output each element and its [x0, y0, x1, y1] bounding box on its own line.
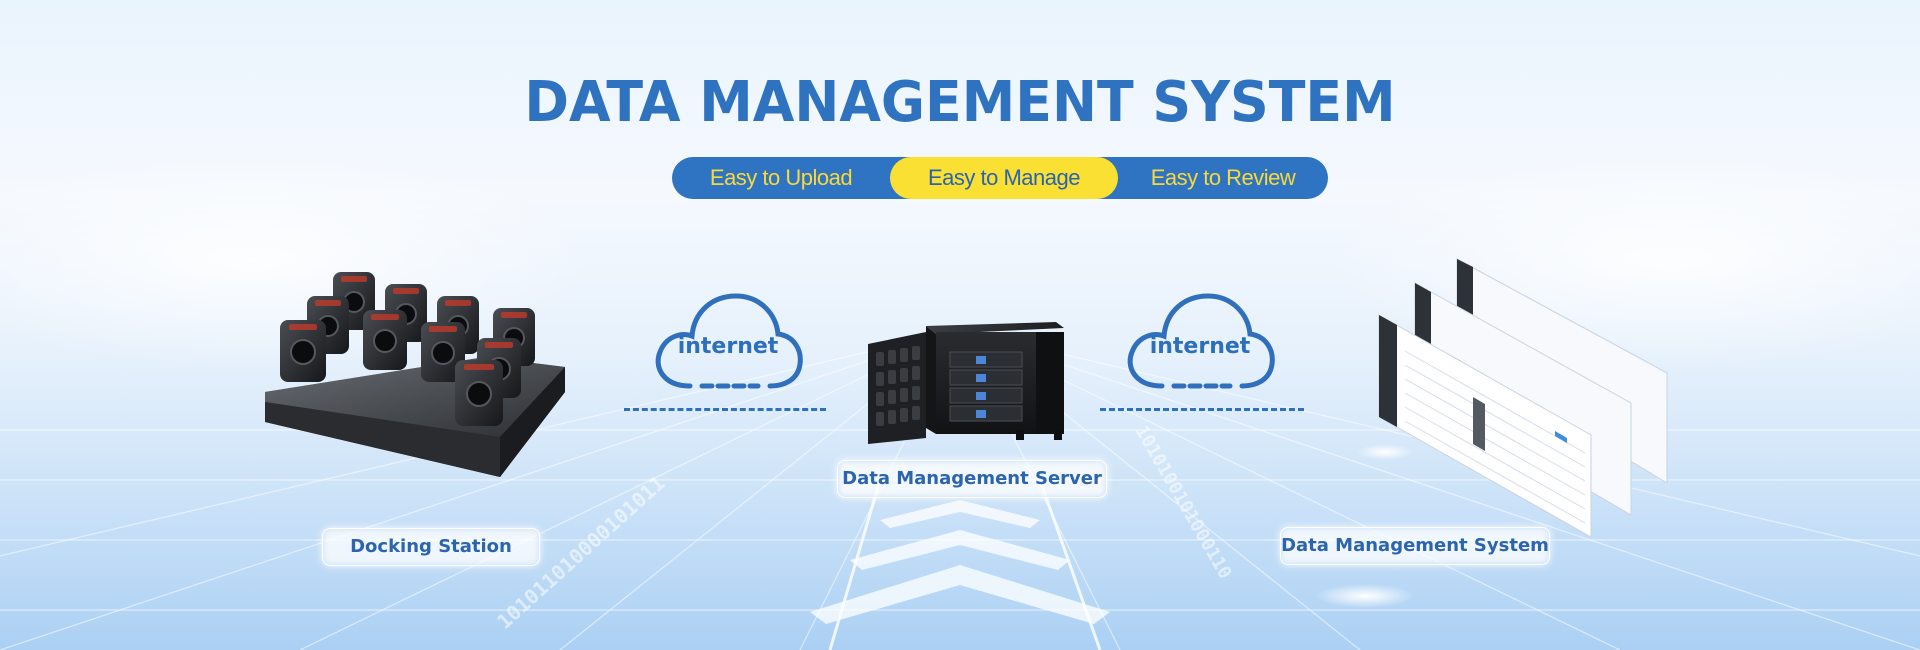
- floor-binary-right: 1010100101000110: [1131, 422, 1236, 583]
- connection-line-left: [624, 408, 826, 411]
- feature-pill-bar: Easy to Upload Easy to Manage Easy to Re…: [672, 157, 1328, 199]
- cloud-icon: [655, 293, 803, 389]
- docking-station-label: Docking Station: [322, 528, 540, 566]
- cloud-icon: [1127, 293, 1275, 389]
- feature-pill-manage[interactable]: Easy to Manage: [890, 157, 1118, 199]
- docking-station-image: [265, 272, 565, 477]
- feature-pill-upload[interactable]: Easy to Upload: [709, 165, 853, 190]
- cloud-right-label: internet: [1149, 334, 1251, 359]
- server-label: Data Management Server: [837, 460, 1107, 498]
- drive-bays: [949, 351, 1023, 422]
- body-cameras: [280, 272, 535, 426]
- cloud-right: internet: [1124, 288, 1276, 394]
- system-label: Data Management System: [1280, 527, 1550, 565]
- software-screens-image: [1378, 258, 1668, 538]
- cloud-left-label: internet: [677, 334, 779, 359]
- feature-pill-review[interactable]: Easy to Review: [1150, 165, 1296, 190]
- cloud-left: internet: [652, 288, 804, 394]
- connection-line-right: [1100, 408, 1304, 411]
- server-image: [868, 322, 1064, 444]
- screen-front: [1378, 314, 1592, 538]
- page-title: DATA MANAGEMENT SYSTEM: [524, 70, 1396, 135]
